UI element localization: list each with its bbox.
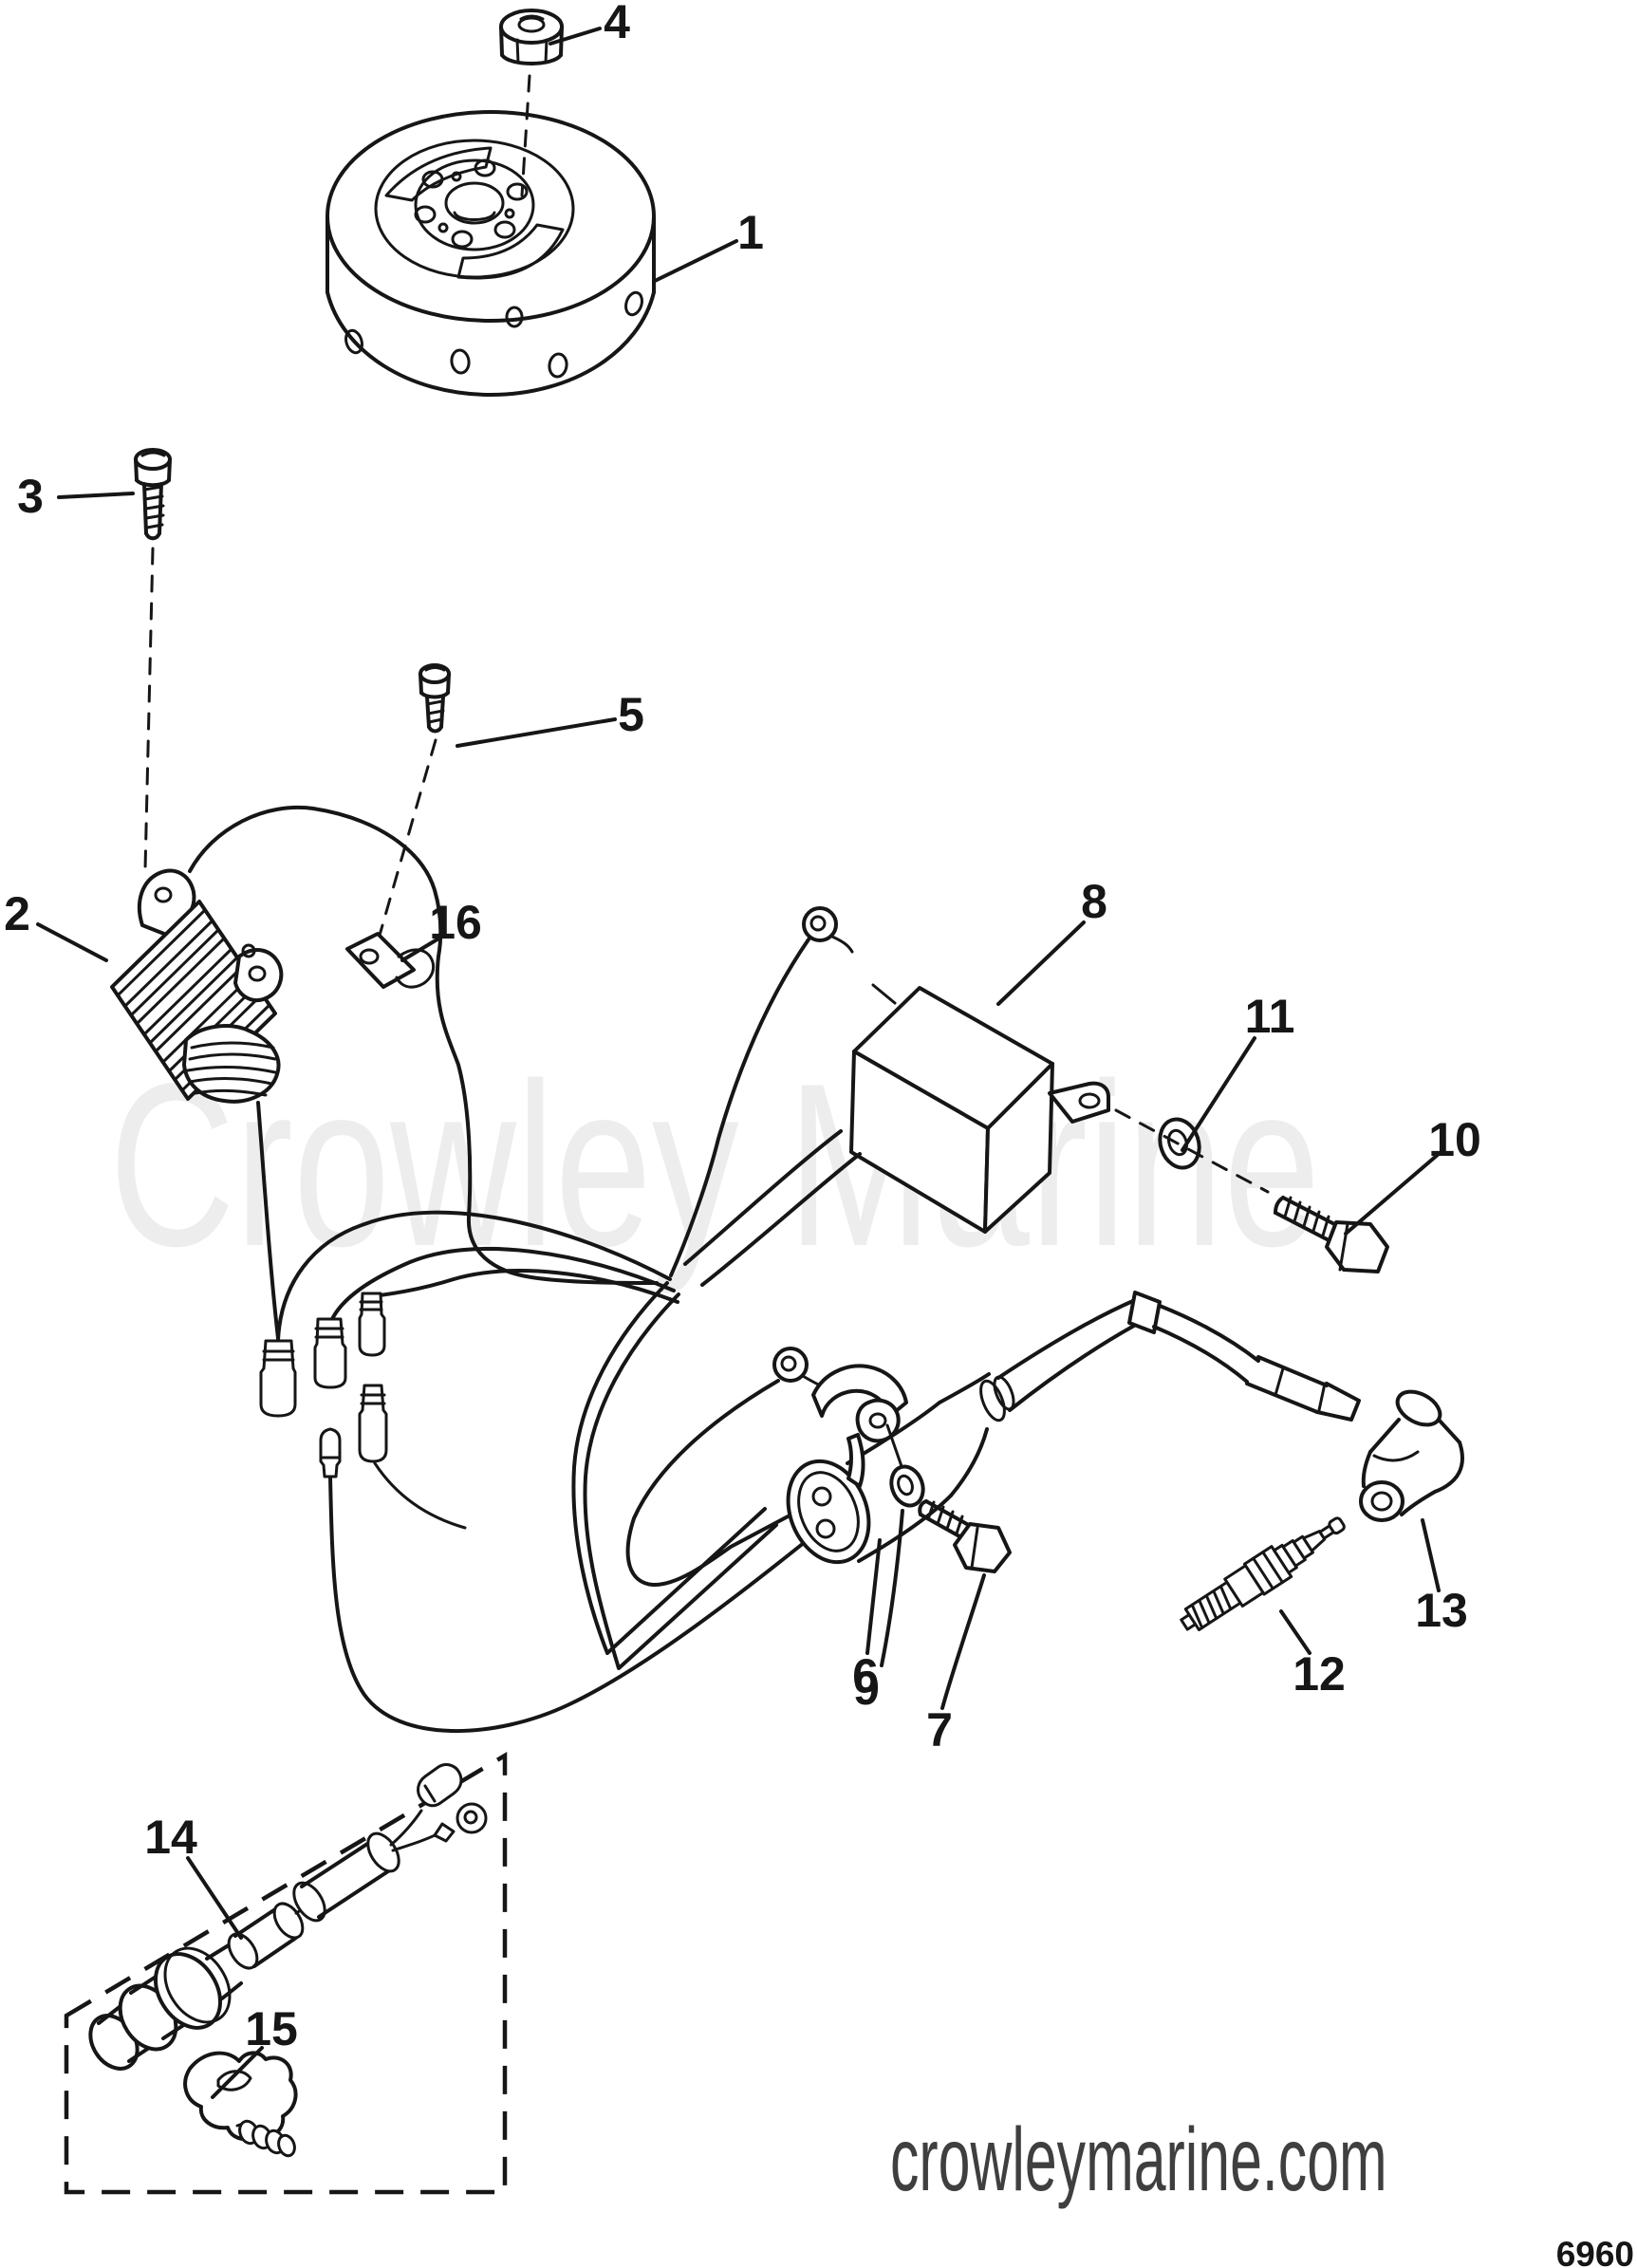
leader-lines	[36, 27, 1441, 2099]
part-label-12: 12	[1293, 1647, 1346, 1701]
part-label-11: 11	[1245, 990, 1295, 1043]
part-label-7: 7	[926, 1703, 953, 1757]
coil-screw-3	[134, 448, 172, 871]
spark-plug-boot	[1359, 1389, 1464, 1522]
part-labels: 1 2 3 4 5 6 7 8 9 10 11 12 13 14 15 16	[4, 0, 1481, 2055]
switch-clamp	[183, 2051, 298, 2158]
spark-plug-lead	[996, 1291, 1361, 1422]
spark-plug	[1180, 1516, 1346, 1631]
part-label-3: 3	[17, 470, 44, 523]
part-label-9: 9	[853, 1662, 880, 1715]
part-label-1: 1	[737, 206, 764, 259]
website-text: crowleymarine.com	[890, 2109, 1387, 2209]
part-label-5: 5	[618, 688, 644, 741]
ignition-coil	[786, 1364, 1015, 1565]
bullet-connector-5	[358, 1384, 467, 1530]
bolt-10	[1274, 1196, 1389, 1273]
inset-box	[64, 1752, 508, 2195]
bolt-7	[918, 1499, 1012, 1573]
bullet-connector-2	[313, 1317, 347, 1389]
bullet-connector-4	[319, 1427, 342, 1478]
part-label-13: 13	[1415, 1584, 1468, 1637]
flywheel	[326, 110, 656, 397]
source-coil	[110, 868, 284, 1104]
part-label-2: 2	[4, 887, 30, 940]
part-label-8: 8	[1081, 875, 1107, 928]
part-label-16: 16	[429, 896, 482, 949]
part-label-6: 6	[852, 1649, 879, 1702]
figure-number: 6960	[1556, 2235, 1634, 2268]
watermark-text: Crowley Marine	[109, 1034, 1320, 1294]
washer-11	[1158, 1117, 1201, 1170]
wire-clamp	[345, 932, 436, 989]
stop-switch	[88, 1763, 488, 2071]
bullet-connector-1	[259, 1339, 297, 1418]
wiring-harness	[188, 805, 854, 1733]
part-label-15: 15	[245, 2002, 298, 2055]
part-label-4: 4	[604, 0, 630, 48]
bullet-connectors	[259, 1292, 467, 1530]
part-label-10: 10	[1428, 1113, 1481, 1166]
clamp-screw-5	[375, 663, 451, 947]
bullet-connector-3	[358, 1292, 386, 1357]
cdi-module	[683, 983, 1110, 1287]
washer-9	[889, 1464, 925, 1508]
flywheel-nut	[499, 9, 564, 197]
bolt-10-axis	[1114, 1108, 1270, 1194]
part-label-14: 14	[144, 1811, 197, 1864]
